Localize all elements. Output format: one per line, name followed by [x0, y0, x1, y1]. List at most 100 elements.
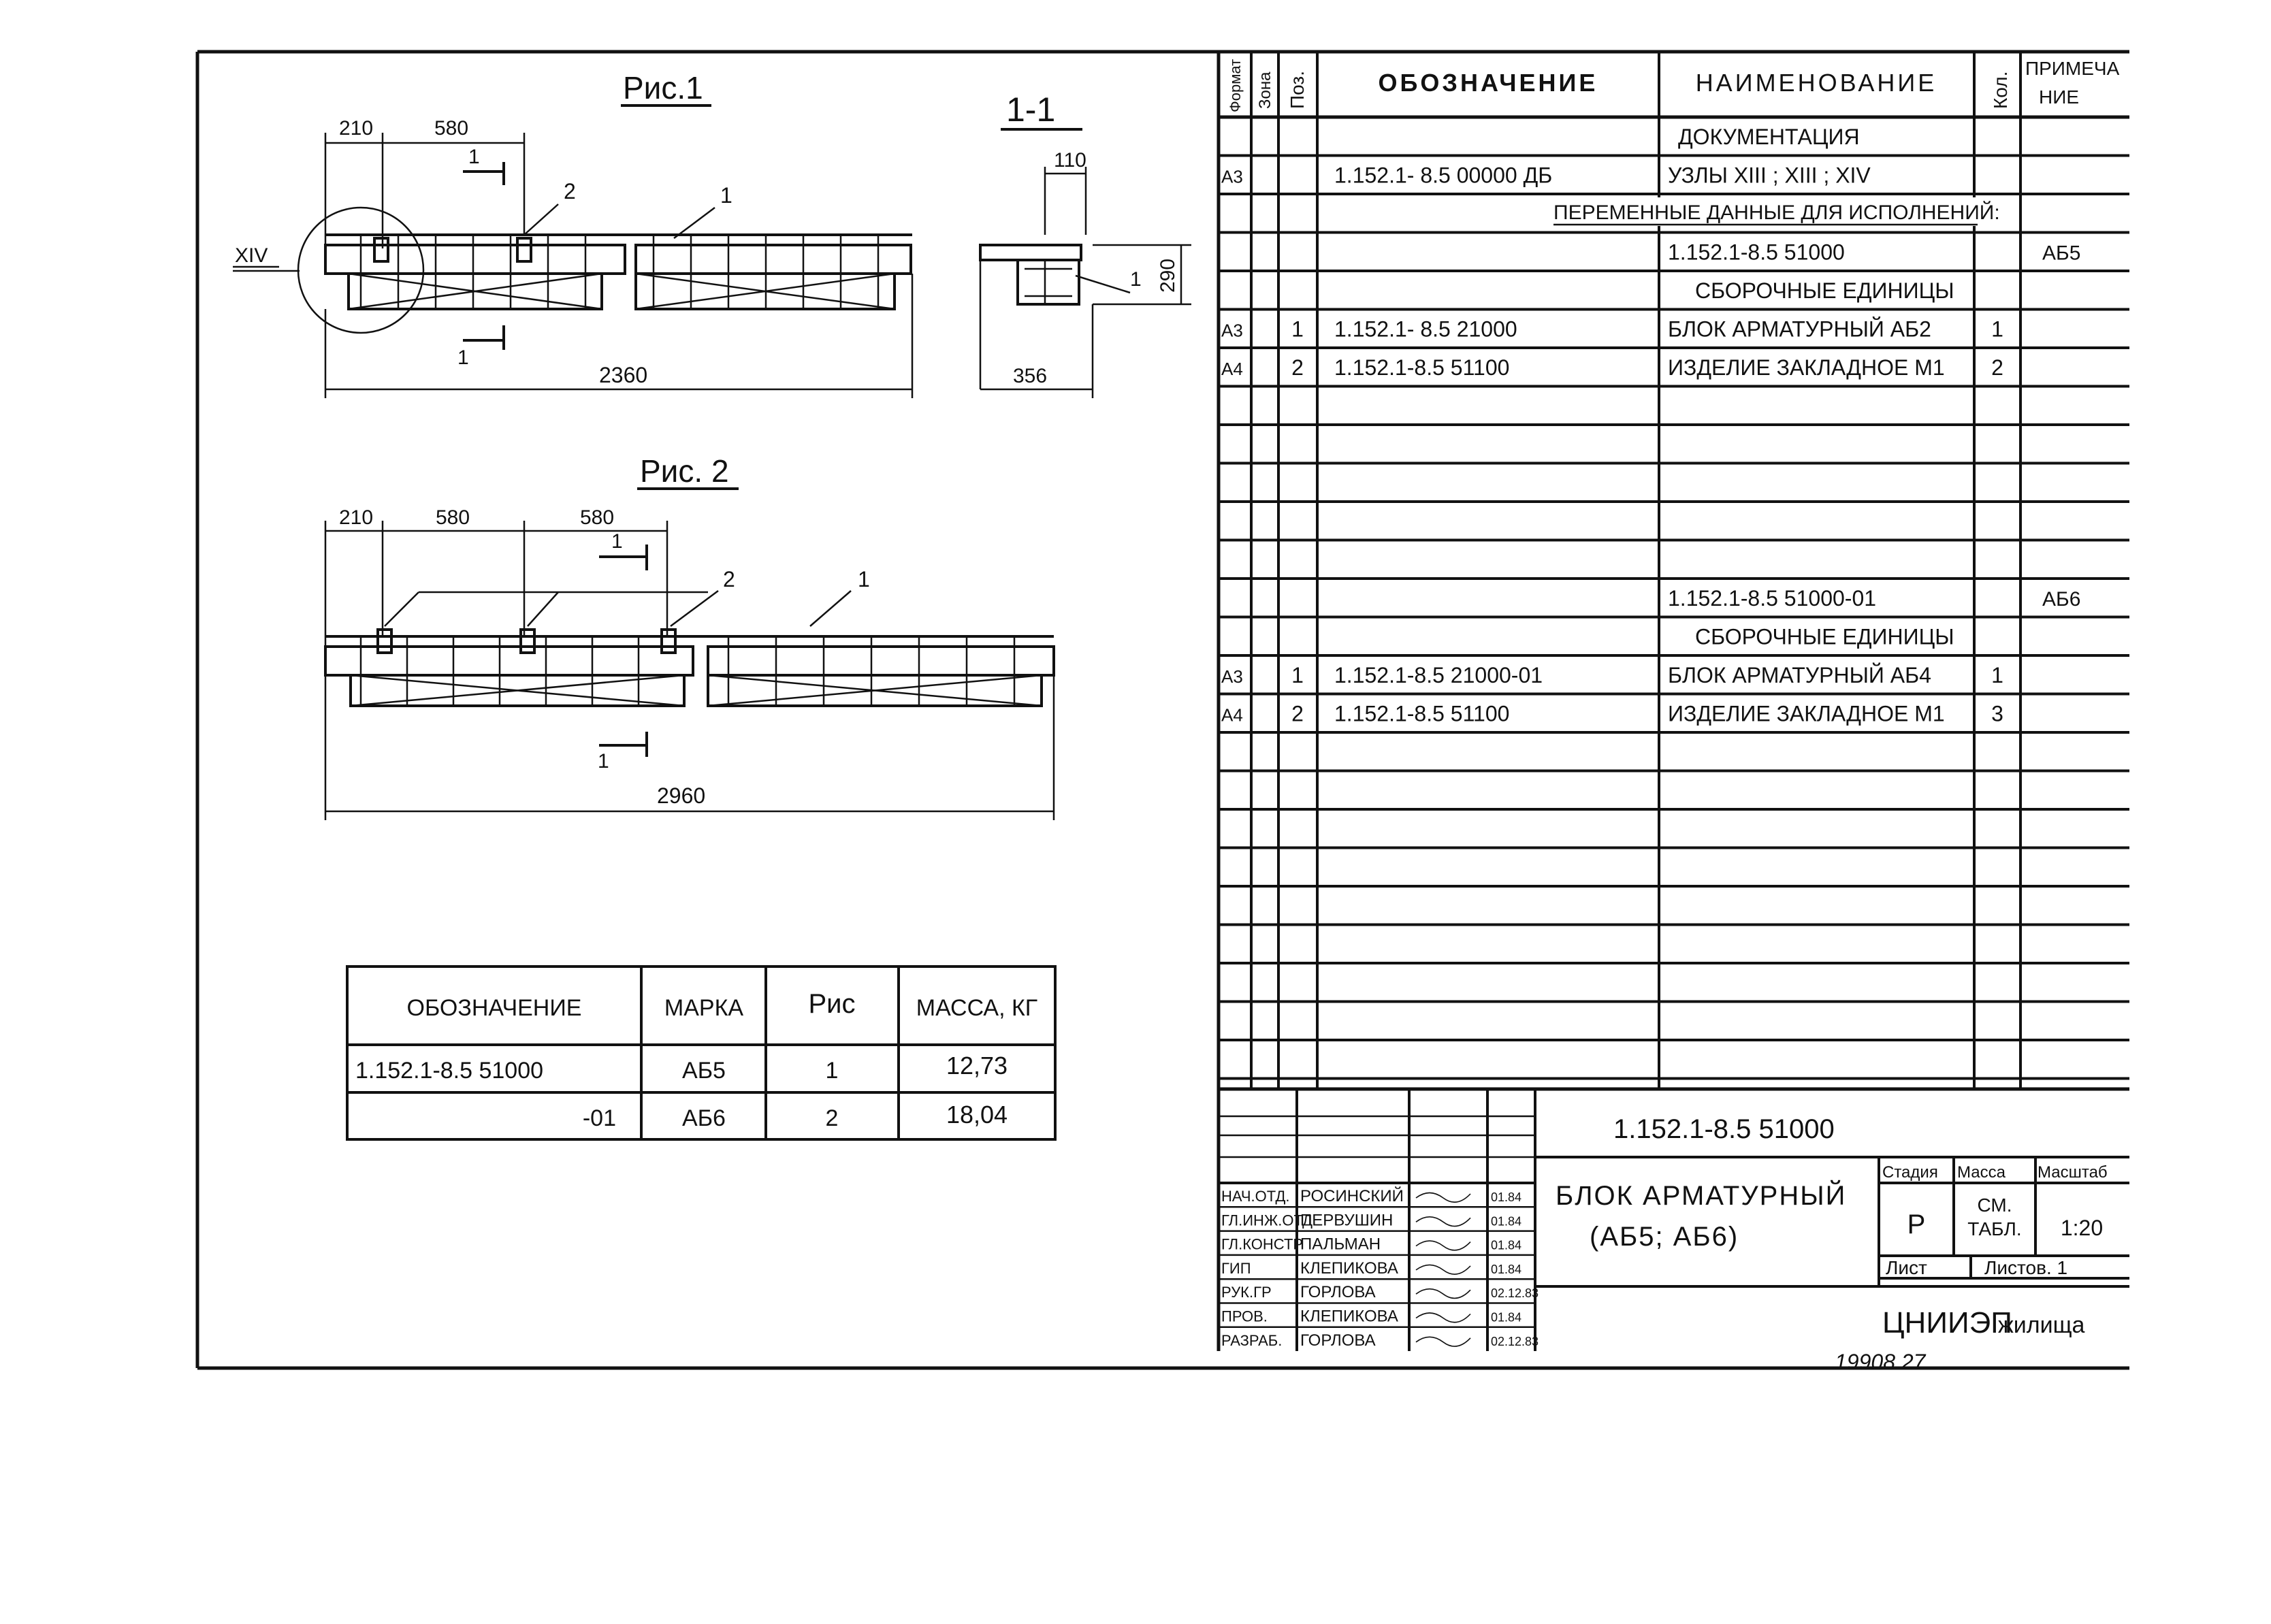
spec-row-pos: 1 — [1291, 663, 1304, 687]
mass-header-mark: МАРКА — [664, 995, 743, 1021]
signer-role: РАЗРАБ. — [1221, 1332, 1282, 1349]
signer-date: 01.84 — [1491, 1263, 1521, 1276]
title-mass-1: СМ. — [1977, 1195, 2012, 1216]
signer-date: 02.12.83 — [1491, 1286, 1539, 1300]
title-sheets-label: Листов. 1 — [1984, 1257, 2067, 1278]
mass-header-mass: МАССА, КГ — [916, 995, 1037, 1021]
title-stage-label: Стадия — [1882, 1163, 1938, 1182]
fig1-dim-580: 580 — [434, 117, 468, 140]
spec-header-note-1: ПРИМЕЧА — [2025, 58, 2120, 79]
signer-role: ГИП — [1221, 1260, 1251, 1277]
signer-date: 01.84 — [1491, 1311, 1521, 1325]
mass-row1-mark: АБ5 — [682, 1058, 726, 1084]
figure-2: Рис. 2 210 580 580 1 2 1 — [324, 453, 1055, 820]
title-code: 1.152.1-8.5 51000 — [1613, 1114, 1835, 1144]
spec-row-name: БЛОК АРМАТУРНЫЙ АБ4 — [1668, 663, 1931, 687]
spec-row-name: СБОРОЧНЫЕ ЕДИНИЦЫ — [1695, 278, 1954, 303]
spec-row-qty: 2 — [1991, 355, 2003, 380]
spec-header-name: НАИМЕНОВАНИЕ — [1696, 69, 1937, 97]
section-pos-1: 1 — [1130, 268, 1142, 291]
signature-mark — [1415, 1240, 1471, 1251]
fig2-section-mark-top: 1 — [611, 530, 623, 553]
spec-header-zone: Зона — [1256, 71, 1274, 109]
fig2-total-dim: 2960 — [657, 783, 705, 808]
signature-mark — [1415, 1288, 1471, 1299]
title-mass-label: Масса — [1957, 1163, 2006, 1182]
title-sheet-label: Лист — [1886, 1257, 1927, 1278]
section-title: 1-1 — [1006, 91, 1055, 129]
spec-row-format: А3 — [1221, 167, 1243, 187]
spec-row-note: АБ5 — [2042, 242, 2080, 265]
signature-mark — [1415, 1192, 1471, 1203]
section-dim-290: 290 — [1157, 259, 1179, 293]
signature-mark — [1415, 1216, 1471, 1227]
spec-row-designation: 1.152.1- 8.5 21000 — [1334, 317, 1517, 342]
spec-row-format: А4 — [1221, 705, 1243, 726]
mass-row1-designation: 1.152.1-8.5 51000 — [355, 1058, 543, 1084]
spec-header-designation: ОБОЗНАЧЕНИЕ — [1379, 69, 1598, 97]
spec-row-designation: 1.152.1- 8.5 00000 ДБ — [1334, 163, 1552, 188]
signer-role: ГЛ.ИНЖ.ОТД — [1221, 1212, 1312, 1229]
signer-name: ГОРЛОВА — [1300, 1331, 1376, 1350]
title-name-line1: БЛОК АРМАТУРНЫЙ — [1556, 1180, 1846, 1211]
spec-row-name: ИЗДЕЛИЕ ЗАКЛАДНОЕ М1 — [1668, 355, 1945, 380]
mass-row2-designation: -01 — [583, 1105, 616, 1131]
spec-table: Формат Зона Поз. ОБОЗНАЧЕНИЕ НАИМЕНОВАНИ… — [1217, 52, 2129, 1351]
fig2-section-mark-bottom: 1 — [598, 750, 609, 773]
signature-mark — [1415, 1264, 1471, 1275]
title-stage: Р — [1907, 1209, 1926, 1239]
spec-row-name: СБОРОЧНЫЕ ЕДИНИЦЫ — [1695, 625, 1954, 649]
signer-role: ГЛ.КОНСТР — [1221, 1236, 1303, 1253]
fig2-title: Рис. 2 — [640, 453, 729, 489]
mass-row2-mass: 18,04 — [946, 1101, 1008, 1128]
mass-row1-fig: 1 — [826, 1058, 839, 1084]
fig2-pos-2: 2 — [723, 567, 735, 591]
signer-role: ПРОВ. — [1221, 1308, 1268, 1325]
fig1-section-mark-top: 1 — [468, 146, 480, 168]
signature-mark — [1415, 1312, 1471, 1323]
signer-date: 02.12.83 — [1491, 1335, 1539, 1348]
spec-row-pos: 2 — [1291, 702, 1304, 726]
mass-row2-fig: 2 — [826, 1105, 839, 1131]
footer-number: 19908 27 — [1835, 1350, 1927, 1374]
mass-header-designation: ОБОЗНАЧЕНИЕ — [407, 995, 582, 1021]
figure-1: Рис.1 210 580 1 2 1 — [233, 70, 914, 398]
spec-row-name: 1.152.1-8.5 51000 — [1668, 240, 1845, 265]
spec-row-format: А4 — [1221, 359, 1243, 379]
fig1-node-mark: XIV — [235, 244, 268, 267]
spec-header-format: Формат — [1227, 59, 1244, 112]
spec-header-pos: Поз. — [1287, 71, 1308, 109]
spec-row-name: ИЗДЕЛИЕ ЗАКЛАДНОЕ М1 — [1668, 702, 1945, 726]
fig1-total-dim: 2360 — [599, 363, 647, 387]
title-mass-2: ТАБЛ. — [1967, 1218, 2021, 1239]
fig2-dim-580a: 580 — [436, 506, 470, 529]
title-scale-label: Масштаб — [2038, 1163, 2108, 1182]
title-scale: 1:20 — [2061, 1216, 2103, 1240]
title-org-1: ЦНИИЭП — [1882, 1306, 2012, 1339]
spec-variable-data: ПЕРЕМЕННЫЕ ДАННЫЕ ДЛЯ ИСПОЛНЕНИЙ: — [1553, 201, 2000, 224]
title-name-line2: (АБ5; АБ6) — [1590, 1222, 1739, 1252]
section-1-1: 1-1 110 1 290 356 — [979, 91, 1191, 398]
signer-date: 01.84 — [1491, 1239, 1521, 1252]
signer-name: ПЕРВУШИН — [1300, 1211, 1393, 1229]
spec-row-pos: 1 — [1291, 317, 1304, 342]
mass-row1-mass: 12,73 — [946, 1052, 1008, 1079]
signer-name: ГОРЛОВА — [1300, 1283, 1376, 1301]
fig1-dim-210: 210 — [339, 117, 373, 140]
signer-role: НАЧ.ОТД. — [1221, 1188, 1289, 1205]
mass-table: ОБОЗНАЧЕНИЕ МАРКА Рис МАССА, КГ 1.152.1-… — [346, 965, 1057, 1141]
section-dim-110: 110 — [1054, 149, 1086, 172]
spec-row-qty: 3 — [1991, 702, 2003, 726]
spec-row-designation: 1.152.1-8.5 21000-01 — [1334, 663, 1543, 687]
spec-row-pos: 2 — [1291, 355, 1304, 380]
signer-role: РУК.ГР — [1221, 1284, 1272, 1301]
fig2-dim-580b: 580 — [580, 506, 614, 529]
mass-header-fig: Рис — [808, 989, 855, 1019]
spec-row-qty: 1 — [1991, 663, 2003, 687]
section-dim-356: 356 — [1013, 365, 1047, 387]
title-block: 1.152.1-8.5 51000 БЛОК АРМАТУРНЫЙ (АБ5; … — [1219, 1087, 2129, 1351]
title-org-2: жилища — [1998, 1312, 2085, 1338]
signer-date: 01.84 — [1491, 1190, 1521, 1204]
signer-name: КЛЕПИКОВА — [1300, 1259, 1398, 1278]
